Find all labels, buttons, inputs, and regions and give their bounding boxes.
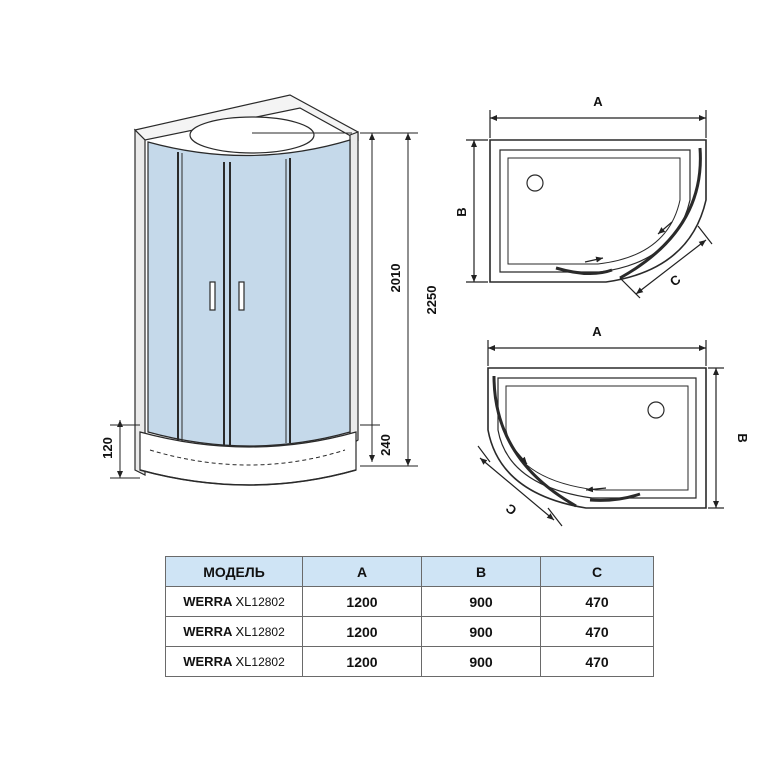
model-code: 12802: [251, 595, 285, 609]
table-row: WERRA XL12802 1200 900 470: [165, 586, 654, 617]
header-model: МОДЕЛЬ: [165, 556, 303, 587]
header-c: C: [540, 556, 654, 587]
cell-a: 1200: [302, 586, 422, 617]
cell-c: 470: [540, 586, 654, 617]
model-cell: WERRA XL12802: [165, 586, 303, 617]
model-series: XL: [235, 624, 252, 639]
model-code: 12802: [251, 655, 285, 669]
plan-right-dim-b: B: [454, 207, 469, 216]
front-dimensions: [110, 132, 418, 479]
model-series: XL: [235, 654, 252, 669]
dim-2010-label: 2010: [388, 264, 403, 293]
tray-outline-right: [489, 139, 707, 283]
door-handle-right: [238, 281, 245, 311]
dim-120-label: 120: [100, 437, 115, 459]
plan-right-dim-a: A: [593, 94, 603, 109]
cell-a: 1200: [302, 616, 422, 647]
table-row: WERRA XL12802 1200 900 470: [165, 646, 654, 677]
plan-right-arrows: [466, 110, 713, 299]
cell-c: 470: [540, 646, 654, 677]
roof-dome: [189, 116, 315, 154]
plan-left-dim-b: B: [735, 433, 750, 442]
cell-c: 470: [540, 616, 654, 647]
model-brand: WERRA: [183, 654, 232, 669]
dim-2250-label: 2250: [424, 286, 439, 315]
model-cell: WERRA XL12802: [165, 646, 303, 677]
table-header-row: МОДЕЛЬ A B C: [165, 556, 654, 587]
glass-doors: [147, 139, 351, 447]
front-view: [133, 94, 359, 486]
model-brand: WERRA: [183, 624, 232, 639]
drain-right: [526, 174, 544, 192]
plan-left-dim-a: A: [592, 324, 602, 339]
plan-left-dim-c: C: [502, 500, 519, 518]
plan-right-dim-c: C: [667, 271, 684, 289]
drain-left: [647, 401, 665, 419]
cell-b: 900: [421, 646, 541, 677]
header-b: B: [421, 556, 541, 587]
cabin-frame: [134, 128, 146, 476]
cell-a: 1200: [302, 646, 422, 677]
door-handle-left: [209, 281, 216, 311]
header-a: A: [302, 556, 422, 587]
table-row: WERRA XL12802 1200 900 470: [165, 616, 654, 647]
plan-left-arrows: [477, 340, 724, 527]
dim-240-label: 240: [378, 434, 393, 456]
plan-view-right: [489, 139, 707, 283]
cell-b: 900: [421, 616, 541, 647]
model-brand: WERRA: [183, 594, 232, 609]
tray-outline-left: [487, 367, 707, 509]
plan-view-left: [487, 367, 707, 509]
spec-table: МОДЕЛЬ A B C WERRA XL12802 1200 900 470 …: [165, 556, 654, 677]
cell-b: 900: [421, 586, 541, 617]
model-code: 12802: [251, 625, 285, 639]
model-cell: WERRA XL12802: [165, 616, 303, 647]
model-series: XL: [235, 594, 252, 609]
